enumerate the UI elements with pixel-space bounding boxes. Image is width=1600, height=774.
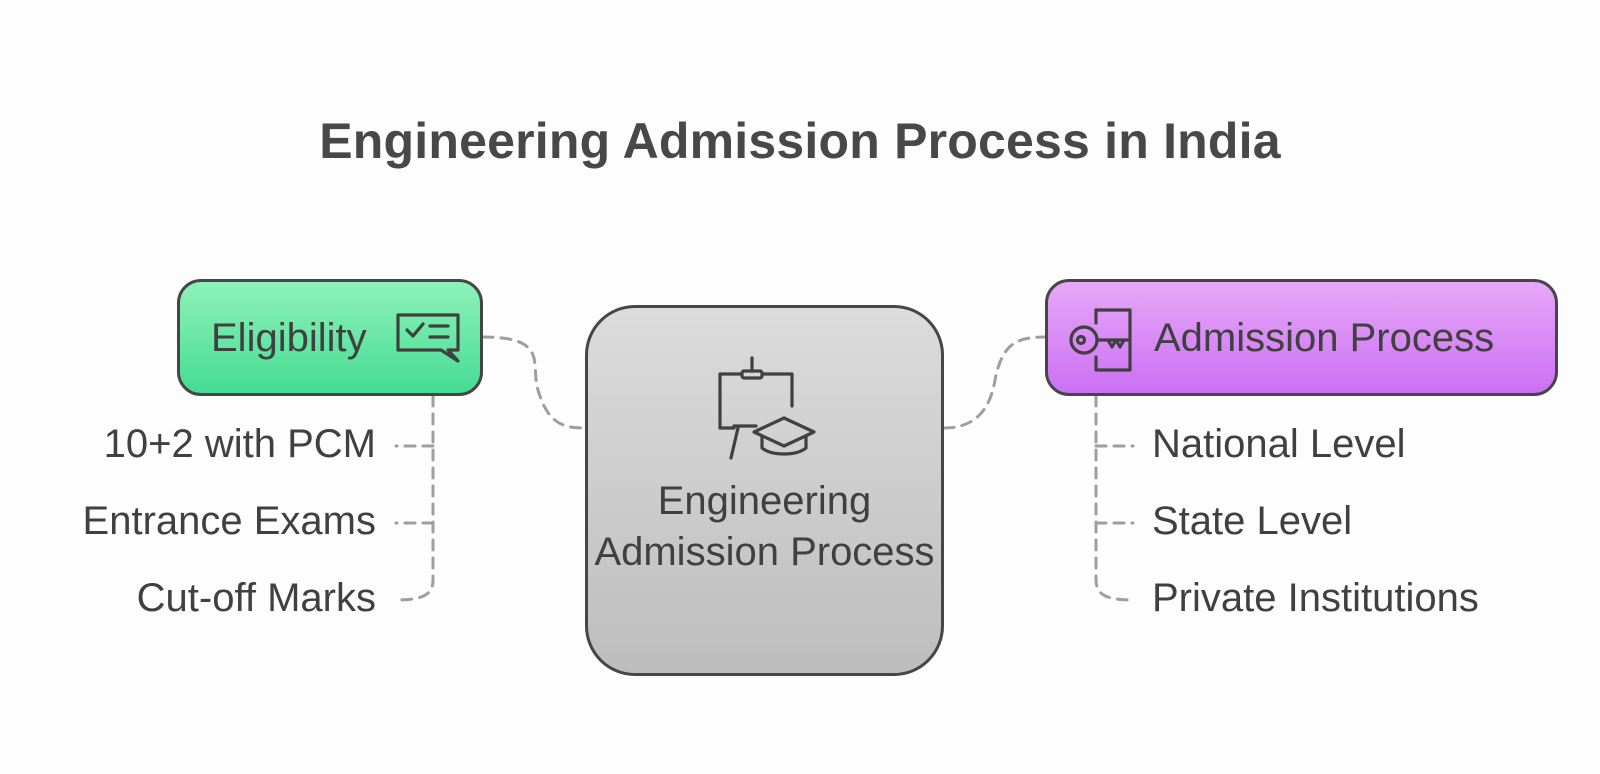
key-door-icon [1068, 307, 1136, 378]
presentation-graduation-cap-icon [712, 356, 816, 465]
center-label: Engineering Admission Process [594, 479, 935, 574]
center-node: Engineering Admission Process [585, 305, 944, 676]
diagram-title: Engineering Admission Process in India [319, 113, 1281, 169]
admission-item: State Level [1152, 499, 1353, 543]
eligibility-node: Eligibility [177, 279, 483, 396]
admission-process-label: Admission Process [1154, 316, 1495, 360]
admission-process-node: Admission Process [1045, 279, 1558, 396]
eligibility-item: 10+2 with PCM [103, 422, 376, 466]
connector-center-admission [942, 335, 1047, 430]
eligibility-label: Eligibility [211, 316, 367, 360]
checklist-chat-icon [395, 312, 461, 369]
connector-eligibility-center [481, 335, 587, 430]
connector-admission-items [1094, 394, 1135, 602]
admission-item: Private Institutions [1152, 576, 1479, 620]
connector-eligibility-items [394, 394, 435, 602]
admission-item: National Level [1152, 422, 1406, 466]
eligibility-item: Entrance Exams [82, 499, 376, 543]
eligibility-item: Cut-off Marks [136, 576, 376, 620]
